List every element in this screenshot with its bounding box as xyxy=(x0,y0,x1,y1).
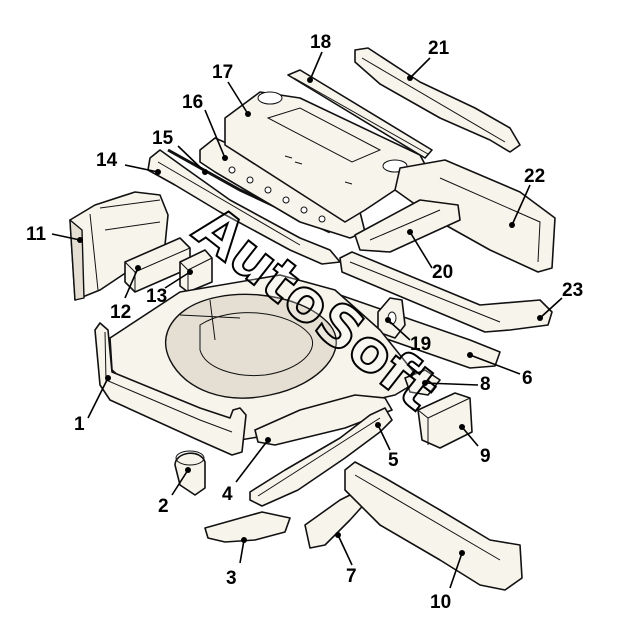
part-5-longitudinal-rail xyxy=(249,407,393,507)
part-10-long-member xyxy=(344,461,523,591)
callout-18: 18 xyxy=(310,32,331,53)
callout-17: 17 xyxy=(212,62,233,83)
callout-23: 23 xyxy=(562,280,583,301)
part-1-rear-lower-frame xyxy=(94,322,247,456)
part-4-side-member xyxy=(254,394,393,446)
part-2-bump-stop xyxy=(174,450,206,496)
callout-11: 11 xyxy=(26,224,47,245)
callout-21: 21 xyxy=(428,38,450,59)
part-18-strip xyxy=(287,69,433,159)
callout-12: 12 xyxy=(110,302,131,323)
leader-lines xyxy=(51,51,563,589)
callout-4: 4 xyxy=(222,484,233,505)
callout-8: 8 xyxy=(480,374,491,395)
callout-20: 20 xyxy=(432,262,453,283)
callout-19: 19 xyxy=(410,334,431,355)
callout-labels: 1 2 3 4 5 6 7 8 9 10 11 12 13 14 15 16 1… xyxy=(26,32,583,613)
callout-14: 14 xyxy=(96,150,118,171)
part-9-mount-block xyxy=(417,392,473,449)
part-17-parcel-shelf xyxy=(224,91,429,223)
callout-22: 22 xyxy=(524,166,545,187)
callout-13: 13 xyxy=(146,286,167,307)
part-20-bracket-plate xyxy=(354,199,461,253)
callout-1: 1 xyxy=(74,414,85,435)
callout-10: 10 xyxy=(430,592,451,613)
callout-9: 9 xyxy=(480,446,491,467)
callout-5: 5 xyxy=(388,450,399,471)
callout-16: 16 xyxy=(182,92,203,113)
callout-2: 2 xyxy=(158,496,169,517)
callout-3: 3 xyxy=(226,568,237,589)
callout-15: 15 xyxy=(152,128,174,149)
part-23-lower-cross-rail xyxy=(339,251,553,333)
part-7-member xyxy=(304,489,369,549)
callout-7: 7 xyxy=(346,566,357,587)
part-3-bracket xyxy=(204,511,291,543)
callout-6: 6 xyxy=(522,368,533,389)
